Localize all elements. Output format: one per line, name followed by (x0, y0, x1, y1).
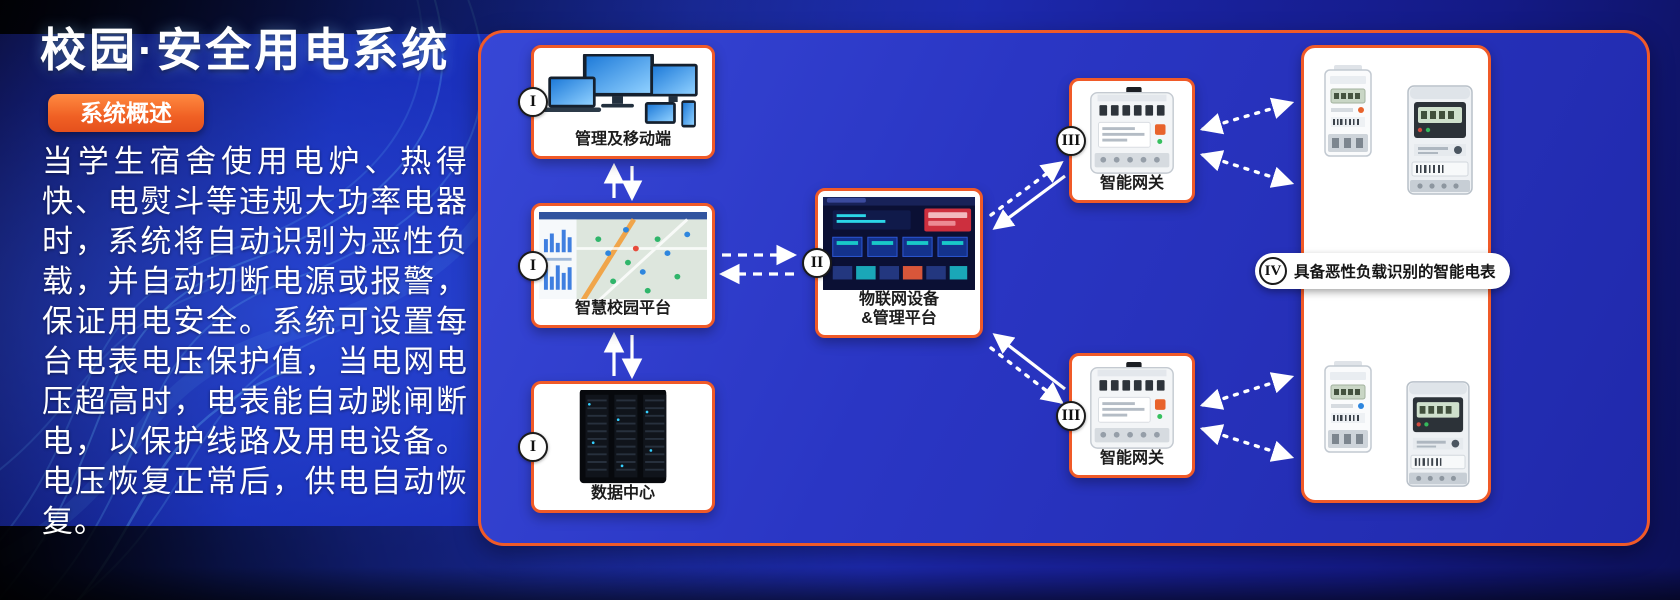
node-label: 智慧校园平台 (574, 300, 671, 318)
node-label: 智能网关 (1099, 450, 1164, 468)
step-numeral: I (518, 250, 548, 281)
meter-illustration-4 (1402, 378, 1474, 495)
node-label-line1: 物联网设备 (858, 290, 939, 308)
step-numeral: III (1056, 400, 1086, 431)
step-numeral: I (518, 432, 548, 462)
iot-platform-illustration (823, 197, 975, 290)
node-label: 物联网设备 &管理平台 (859, 290, 939, 331)
gateway-illustration (1077, 362, 1187, 449)
node-label-line2: &管理平台 (861, 310, 937, 328)
meter-illustration-2 (1404, 82, 1476, 203)
node-label: 管理及移动端 (574, 131, 671, 149)
step-numeral: III (1056, 125, 1086, 156)
devices-illustration (539, 54, 707, 130)
node-campus-platform: 智慧校园平台 I (518, 203, 715, 328)
node-datacenter: 数据中心 I (518, 381, 715, 513)
node-management: 管理及移动端 I (518, 45, 715, 159)
node-label: 数据中心 (590, 485, 655, 503)
section-badge: 系统概述 (48, 94, 204, 132)
gateway-illustration (1077, 87, 1187, 174)
step-numeral: IV (1259, 257, 1287, 285)
page-title: 校园·安全用电系统 (40, 24, 451, 76)
server-rack-illustration (539, 390, 707, 484)
node-gateway-top: 智能网关 III (1056, 78, 1195, 203)
meters-caption-label: 具备恶性负载识别的智能电表 (1294, 264, 1496, 281)
meter-illustration-3 (1320, 360, 1376, 461)
system-description: 当学生宿舍使用电炉、热得快、电熨斗等违规大功率电器时，系统将自动识别为恶性负载，… (42, 144, 468, 539)
step-numeral: I (518, 87, 548, 117)
node-label: 智能网关 (1099, 175, 1164, 193)
meter-illustration-1 (1320, 64, 1376, 165)
node-iot-platform: 物联网设备 &管理平台 II (802, 188, 983, 338)
meters-caption: IV 具备恶性负载识别的智能电表 (1255, 253, 1510, 289)
campus-dashboard-illustration (539, 212, 707, 300)
step-numeral: II (802, 248, 832, 278)
diagram-panel: 管理及移动端 I (478, 30, 1650, 546)
node-gateway-bottom: 智能网关 III (1056, 353, 1195, 478)
